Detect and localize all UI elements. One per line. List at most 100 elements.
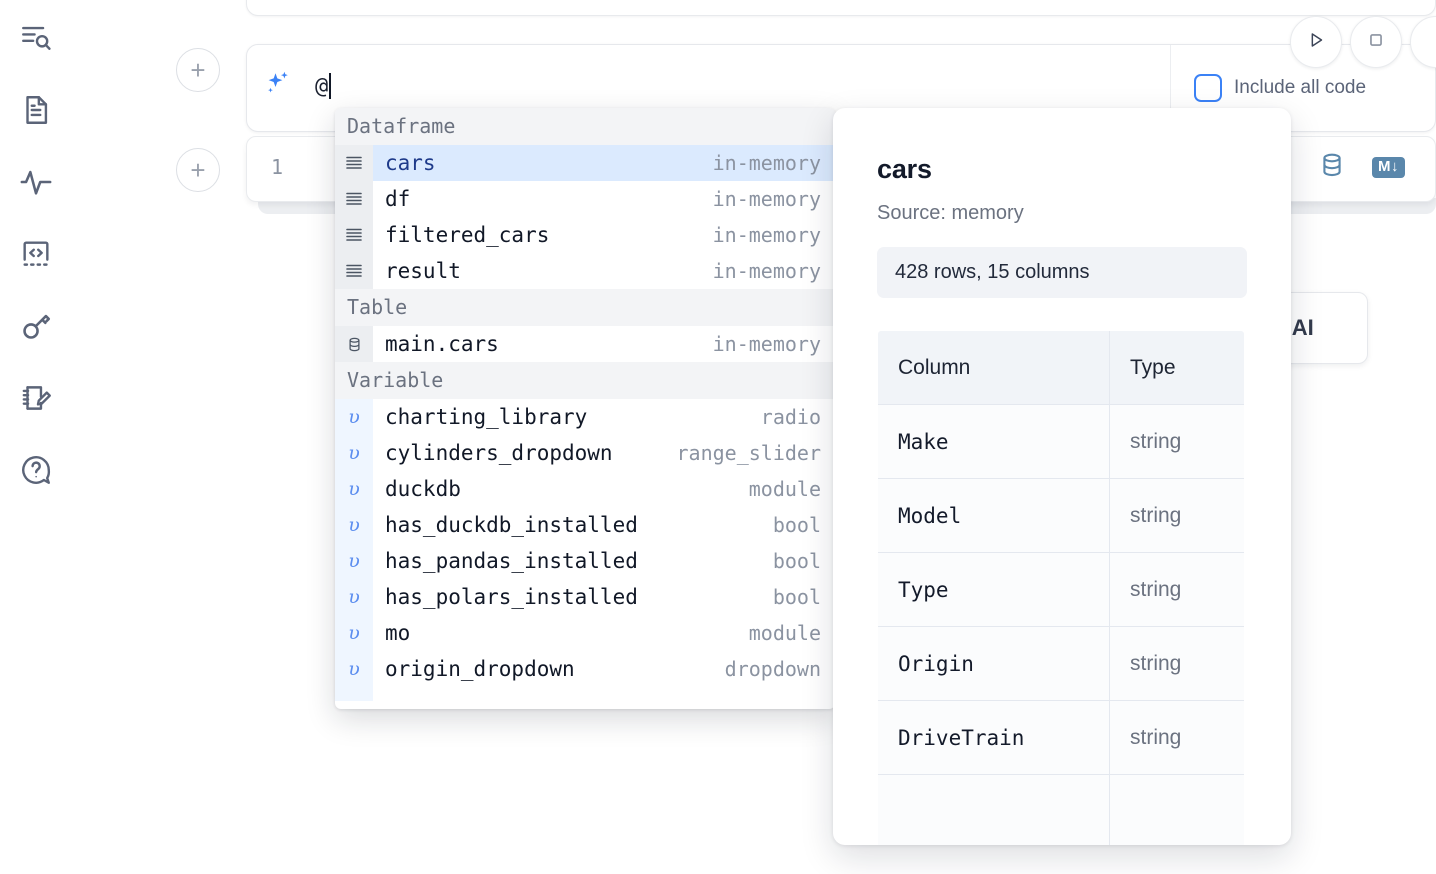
autocomplete-item-name: df [385,187,411,211]
autocomplete-item[interactable]: υ duckdb module [335,471,835,507]
autocomplete-item[interactable]: main.cars in-memory [335,326,835,362]
table-row: Type string [878,552,1244,627]
preview-title: cars [877,154,932,184]
stop-button[interactable] [1350,16,1402,68]
sidebar-item-help[interactable] [14,448,58,492]
scratchpad-icon [19,381,53,415]
run-button[interactable] [1290,16,1342,68]
sparkles-icon [263,69,293,99]
ai-prompt-input[interactable]: @ [315,71,332,101]
autocomplete-item[interactable]: υ origin_dropdown dropdown [335,651,835,687]
plus-icon: + [190,55,206,85]
variable-icon: υ [335,435,373,471]
ai-prompt-input-area[interactable]: @ [247,45,1171,131]
table-row-clipped [878,774,1244,845]
autocomplete-group-header: Table [335,289,835,326]
cell-column-type: string [1109,478,1244,553]
sidebar-item-notebook-files[interactable] [14,88,58,132]
table-icon [335,326,373,362]
dataframe-icon [335,217,373,253]
autocomplete-item-name: cars [385,151,436,175]
autocomplete-item[interactable]: υ mo module [335,615,835,651]
cell-column-name: Make [878,404,1110,479]
variable-icon: υ [335,399,373,435]
left-sidebar [0,0,72,874]
autocomplete-item-name: charting_library [385,405,588,429]
autocomplete-item-name: has_polars_installed [385,585,638,609]
column-header-type: Type [1109,331,1244,405]
autocomplete-item[interactable]: υ has_duckdb_installed bool [335,507,835,543]
include-all-code-label: Include all code [1234,77,1367,98]
autocomplete-item-clipped[interactable] [335,687,835,701]
add-cell-button-bottom[interactable]: + [176,148,220,192]
autocomplete-item[interactable]: υ has_polars_installed bool [335,579,835,615]
table-row: DriveTrain string [878,700,1244,775]
variable-icon: υ [335,471,373,507]
autocomplete-item-type: in-memory [712,332,821,356]
help-chat-icon [19,453,53,487]
autocomplete-item-type: module [748,477,821,501]
sidebar-item-variables[interactable] [14,160,58,204]
column-header-column: Column [878,331,1110,405]
preview-shape: 428 rows, 15 columns [877,247,1247,298]
autocomplete-item-type: bool [772,513,821,537]
autocomplete-item-type: module [748,621,821,645]
code-snippet-icon [19,237,53,271]
database-icon[interactable] [1318,151,1346,184]
text-caret [329,73,332,99]
table-header-row: Column Type [878,331,1244,405]
autocomplete-item-name: has_pandas_installed [385,549,638,573]
autocomplete-group-header: Dataframe [335,108,835,145]
autocomplete-item[interactable]: filtered_cars in-memory [335,217,835,253]
autocomplete-item[interactable]: df in-memory [335,181,835,217]
autocomplete-item-name: filtered_cars [385,223,550,247]
autocomplete-dropdown[interactable]: Dataframe cars in-memory df in-memory [335,108,835,709]
include-all-code-checkbox[interactable] [1194,74,1222,102]
autocomplete-item-name: duckdb [385,477,461,501]
autocomplete-item-type: radio [760,405,821,429]
autocomplete-item-type: range_slider [676,441,822,465]
autocomplete-item-name: cylinders_dropdown [385,441,613,465]
autocomplete-item[interactable]: result in-memory [335,253,835,289]
autocomplete-item-type: in-memory [712,259,821,283]
autocomplete-item-type: dropdown [724,657,821,681]
autocomplete-item[interactable]: cars in-memory [335,145,835,181]
autocomplete-item[interactable]: υ has_pandas_installed bool [335,543,835,579]
variable-icon [335,687,373,701]
dataframe-preview-panel: cars Source: memory 428 rows, 15 columns… [833,108,1291,845]
play-icon [1305,29,1327,56]
cell-column-name: Origin [878,626,1110,701]
sidebar-item-explore[interactable] [14,16,58,60]
sidebar-item-snippets[interactable] [14,232,58,276]
key-icon [19,309,53,343]
stop-square-icon [1365,29,1387,56]
cell-column-type: string [1109,700,1244,775]
dataframe-icon [335,181,373,217]
markdown-icon[interactable]: M↓ [1372,157,1405,178]
autocomplete-item[interactable]: υ cylinders_dropdown range_slider [335,435,835,471]
cell-above-partial [246,0,1436,16]
variable-icon: υ [335,543,373,579]
autocomplete-item-name: result [385,259,461,283]
autocomplete-item-name: has_duckdb_installed [385,513,638,537]
autocomplete-item-type: in-memory [712,151,821,175]
autocomplete-item-type: bool [772,585,821,609]
autocomplete-item-name: origin_dropdown [385,657,575,681]
dataframe-icon [335,145,373,181]
cell-column-name: Type [878,552,1110,627]
variable-icon: υ [335,579,373,615]
autocomplete-scroll[interactable]: Dataframe cars in-memory df in-memory [335,108,835,709]
cell-column-name: Model [878,478,1110,553]
autocomplete-item-type: in-memory [712,223,821,247]
sidebar-item-scratchpad[interactable] [14,376,58,420]
autocomplete-item-type: in-memory [712,187,821,211]
more-button[interactable] [1410,16,1436,68]
autocomplete-item[interactable]: υ charting_library radio [335,399,835,435]
cell-column-type: string [1109,626,1244,701]
cell-column-type: string [1109,552,1244,627]
autocomplete-group-header: Variable [335,362,835,399]
sidebar-item-secrets[interactable] [14,304,58,348]
add-cell-button-top[interactable]: + [176,48,220,92]
activity-icon [19,165,53,199]
